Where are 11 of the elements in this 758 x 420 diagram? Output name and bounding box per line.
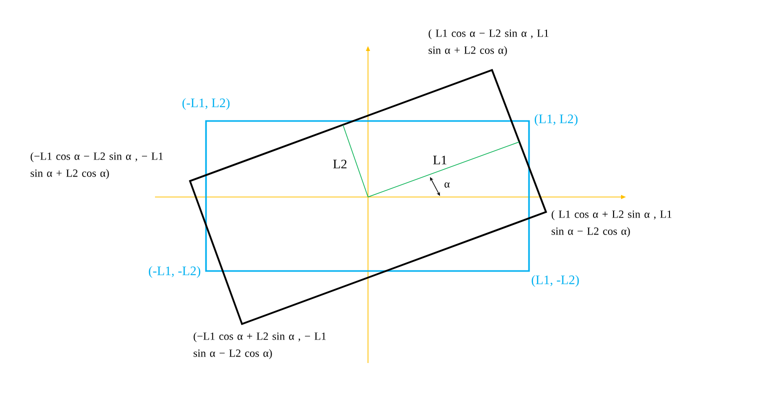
corner-label: (-L1, L2)	[182, 98, 230, 110]
corner-label: (L1, -L2)	[532, 275, 579, 287]
coordinate-label: (−L1 cos α + L2 sin α , − L1 sin α − L2 cos α)	[194, 332, 326, 360]
corner-label: (L1, L2)	[534, 114, 578, 126]
length-label: L2	[333, 160, 346, 168]
length-label: L1	[433, 156, 446, 164]
coordinate-label: ( L1 cos α + L2 sin α , L1 sin α − L2 cos α)	[552, 210, 672, 238]
corner-label: (-L1, -L2)	[148, 266, 200, 278]
coordinate-label: (−L1 cos α − L2 sin α , − L1 sin α + L2 cos α)	[30, 152, 163, 180]
coordinate-label: ( L1 cos α − L2 sin α , L1 sin α + L2 cos α)	[428, 29, 548, 56]
angle-label: α	[444, 182, 450, 188]
